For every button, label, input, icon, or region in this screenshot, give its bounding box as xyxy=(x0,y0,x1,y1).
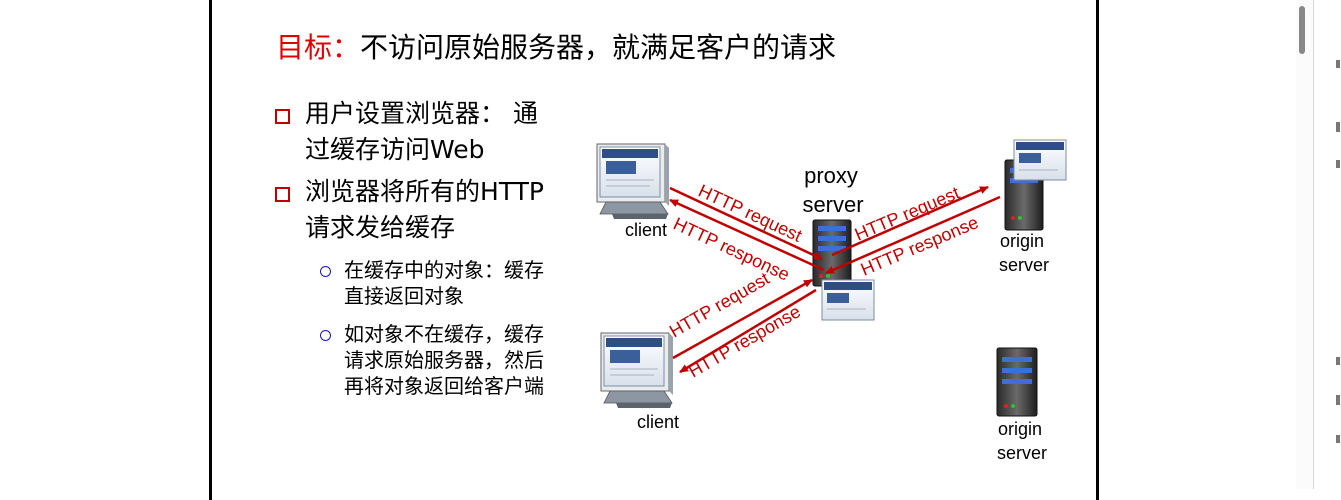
scrollbar-thumb[interactable] xyxy=(1299,6,1305,54)
slide-page: 目标：不访问原始服务器，就满足客户的请求 用户设置浏览器： 通 过缓存访问Web… xyxy=(209,0,1099,500)
document-viewer: 目标：不访问原始服务器，就满足客户的请求 用户设置浏览器： 通 过缓存访问Web… xyxy=(209,0,1341,500)
subbullet-2-line-3: 再将对象返回给客户端 xyxy=(344,374,544,398)
bullet-2-line-1-text: 浏览器将所有的 xyxy=(305,177,481,206)
client-label: client xyxy=(625,220,667,240)
bullet-2: 浏览器将所有的HTTP 请求发给缓存 xyxy=(275,174,605,246)
subbullet-1-line-1: 在缓存中的对象：缓存 xyxy=(344,258,544,282)
bullet-1-line-2-text: 过缓存访问 xyxy=(305,135,431,164)
arrow-client2-request xyxy=(672,278,813,360)
side-panel-marker xyxy=(1336,122,1340,132)
bullet-1: 用户设置浏览器： 通 过缓存访问Web xyxy=(275,96,595,168)
side-panel-marker xyxy=(1336,395,1340,405)
origin-label: origin xyxy=(998,419,1042,439)
side-panel-marker xyxy=(1336,160,1340,168)
bullet-1-line-2-latin: Web xyxy=(430,135,485,164)
square-bullet-icon xyxy=(275,109,290,124)
bullet-1-line-2: 过缓存访问Web xyxy=(305,132,595,168)
side-panel-marker xyxy=(1336,357,1340,365)
subbullet-2-line-1: 如对象不在缓存，缓存 xyxy=(344,322,544,346)
subbullet-2: 如对象不在缓存，缓存 请求原始服务器，然后 再将对象返回给客户端 xyxy=(320,321,604,399)
arrow-client2-response xyxy=(679,288,817,374)
bullet-1-line-1: 用户设置浏览器： 通 xyxy=(305,99,538,128)
proxy-cache-diagram: HTTP request HTTP response HTTP request … xyxy=(596,139,1067,463)
circle-bullet-icon xyxy=(320,266,331,277)
origin-label: origin xyxy=(1000,231,1044,251)
subbullet-1-line-2: 直接返回对象 xyxy=(344,284,464,308)
slide-title: 目标：不访问原始服务器，就满足客户的请求 xyxy=(276,26,836,66)
arrow-client1-response xyxy=(669,198,825,272)
arrow-origin-request xyxy=(831,185,989,257)
side-panel-marker xyxy=(1336,435,1340,443)
client-computer-icon xyxy=(600,332,673,408)
origin-server-icon xyxy=(1004,139,1067,231)
arrow-client1-request xyxy=(669,186,823,261)
client-computer-icon xyxy=(596,143,669,219)
side-panel xyxy=(1313,0,1341,489)
bullet-2-line-1: 浏览器将所有的HTTP xyxy=(305,174,605,210)
origin-label-2: server xyxy=(997,443,1047,463)
bullet-2-line-2: 请求发给缓存 xyxy=(305,213,456,242)
side-panel-marker xyxy=(1336,60,1340,68)
title-text: 不访问原始服务器，就满足客户的请求 xyxy=(360,31,837,64)
origin-server-icon xyxy=(996,347,1038,417)
subbullet-2-line-2: 请求原始服务器，然后 xyxy=(344,348,544,372)
http-arrows xyxy=(669,185,1001,374)
subbullet-1: 在缓存中的对象：缓存 直接返回对象 xyxy=(320,257,604,309)
square-bullet-icon xyxy=(275,187,290,202)
bullet-2-line-1-latin: HTTP xyxy=(480,177,544,206)
proxy-label: proxy xyxy=(804,163,858,188)
circle-bullet-icon xyxy=(320,330,331,341)
arrow-origin-response xyxy=(825,195,1001,275)
origin-label-2: server xyxy=(999,255,1049,275)
title-highlight: 目标： xyxy=(276,31,361,64)
proxy-label-2: server xyxy=(802,192,863,217)
vertical-scrollbar[interactable] xyxy=(1296,0,1316,489)
client-label: client xyxy=(637,412,679,432)
